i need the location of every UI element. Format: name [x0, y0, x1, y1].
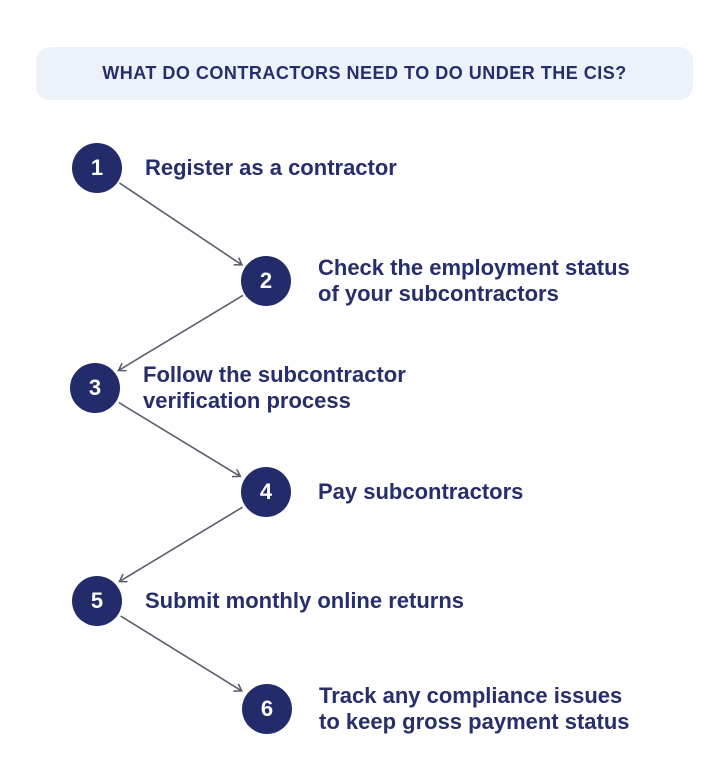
- step-4-number-badge: 4: [241, 467, 291, 517]
- step-6-number: 6: [260, 696, 274, 721]
- step-item-6: 6 Track any compliance issues to keep gr…: [242, 683, 630, 734]
- step-6-number-badge: 6: [242, 684, 292, 734]
- arrow-step5-step6-icon: [120, 615, 242, 691]
- step-5-label: Submit monthly online returns: [145, 588, 465, 613]
- step-item-4: 4 Pay subcontractors: [241, 467, 523, 517]
- arrow-step4-step5-icon: [120, 506, 243, 581]
- page-title: WHAT DO CONTRACTORS NEED TO DO UNDER THE…: [102, 63, 627, 83]
- step-2-label: Check the employment status of your subc…: [318, 255, 630, 306]
- step-item-2: 2 Check the employment status of your su…: [241, 255, 630, 306]
- step-item-3: 3 Follow the subcontractor verification …: [70, 362, 406, 413]
- arrow-step1-step2-icon: [119, 182, 242, 265]
- step-2-number-badge: 2: [241, 256, 291, 306]
- step-item-5: 5 Submit monthly online returns: [72, 576, 464, 626]
- step-2-number: 2: [259, 268, 273, 293]
- step-3-number-badge: 3: [70, 363, 120, 413]
- step-item-1: 1 Register as a contractor: [72, 143, 397, 193]
- step-3-label: Follow the subcontractor verification pr…: [143, 362, 406, 413]
- step-5-number: 5: [90, 588, 104, 613]
- step-3-number: 3: [88, 375, 102, 400]
- arrow-step2-step3-icon: [119, 294, 244, 370]
- title-banner: WHAT DO CONTRACTORS NEED TO DO UNDER THE…: [36, 47, 693, 100]
- step-1-label: Register as a contractor: [145, 155, 397, 180]
- step-5-number-badge: 5: [72, 576, 122, 626]
- step-4-number: 4: [259, 479, 273, 504]
- step-4-label: Pay subcontractors: [318, 479, 524, 504]
- step-6-label: Track any compliance issues to keep gros…: [319, 683, 630, 734]
- step-1-number-badge: 1: [72, 143, 122, 193]
- step-1-number: 1: [90, 155, 104, 180]
